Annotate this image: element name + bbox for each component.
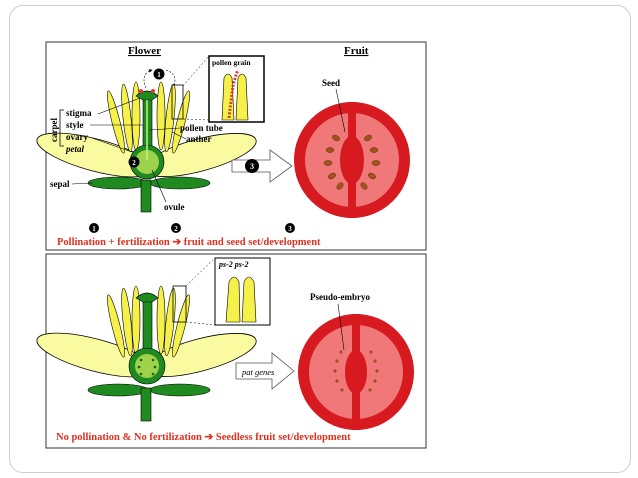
- svg-text:1: 1: [157, 71, 161, 79]
- flower-bottom: [36, 285, 257, 422]
- svg-text:3: 3: [288, 225, 292, 233]
- marker-2-legend: 2: [171, 223, 181, 233]
- stigma-leader: [97, 97, 141, 115]
- pollen-tube-label: pollen tube: [180, 123, 223, 133]
- inset-connector: [182, 55, 210, 87]
- pollination-arrow: [165, 69, 176, 87]
- carpel-label: carpel: [49, 118, 59, 142]
- ovary-leader: [91, 137, 133, 153]
- marker-2-top: 2: [128, 156, 140, 168]
- svg-text:2: 2: [174, 225, 178, 233]
- stigma-label: stigma: [66, 108, 92, 118]
- inset-connector: [185, 257, 216, 287]
- anther-leader: [171, 131, 187, 140]
- pseudo-embryo-leader: [337, 303, 345, 351]
- stamen: [121, 287, 133, 357]
- seed-label: Seed: [322, 78, 340, 88]
- marker-1-legend: 1: [89, 223, 99, 233]
- pat-genes-label: pat genes: [241, 367, 275, 377]
- sepal-left: [87, 176, 149, 190]
- pollination-arrow: [143, 69, 153, 89]
- seedless-fruit: Pseudo-embryo: [298, 292, 414, 430]
- bottom-caption: No pollination & No fertilization ➔ Seed…: [56, 432, 351, 443]
- stigma: [135, 90, 159, 101]
- ovary-inner: [135, 150, 159, 174]
- stamen: [164, 83, 176, 153]
- pollen-grain-inset: pollen grain: [208, 55, 265, 123]
- seed-set: [323, 134, 381, 190]
- development-arrow-top: 3: [231, 149, 293, 183]
- pollen-grain-label: pollen grain: [212, 58, 251, 67]
- pseudo-embryo-dots: [333, 350, 379, 392]
- stamen: [172, 90, 190, 154]
- stamen: [107, 294, 125, 358]
- flower-heading: Flower: [128, 45, 161, 57]
- sepal-label: sepal: [50, 179, 70, 189]
- style: [142, 295, 153, 357]
- stamen: [172, 294, 190, 358]
- flower-top: [36, 81, 257, 213]
- pollen-tube-leader: [149, 127, 181, 131]
- ps2-inset: ps-2 ps-2: [214, 257, 271, 326]
- stigma: [135, 292, 159, 303]
- seed-leader: [335, 88, 346, 133]
- petal-label: petal: [65, 144, 84, 154]
- stamen: [121, 83, 133, 153]
- ovule-leader: [151, 169, 167, 203]
- pat-genes-arrow: pat genes: [235, 352, 295, 390]
- stem: [140, 387, 152, 422]
- stem: [140, 179, 152, 213]
- sepal-left: [87, 383, 149, 397]
- svg-text:2: 2: [132, 159, 136, 167]
- ovule-label: ovule: [164, 202, 185, 212]
- sepal-leader: [71, 182, 93, 185]
- fruit-heading: Fruit: [344, 45, 369, 57]
- style-label: style: [66, 120, 84, 130]
- marker-1-top: 1: [153, 68, 165, 80]
- stamen: [156, 81, 166, 151]
- sepal-right: [149, 383, 211, 397]
- anther-highlight-box-bottom: [172, 285, 187, 323]
- svg-text:1: 1: [92, 225, 96, 233]
- anther-label: anther: [186, 134, 212, 144]
- ps2-label: ps-2 ps-2: [218, 260, 249, 269]
- top-caption: Pollination + fertilization ➔ fruit and …: [57, 237, 321, 248]
- stamen: [131, 81, 141, 151]
- ovary-label: ovary: [66, 132, 88, 142]
- sepal-right: [149, 176, 211, 190]
- fruit-with-seeds: Seed: [294, 78, 410, 218]
- carpel-bracket: carpel: [49, 109, 64, 147]
- inset-connector: [185, 321, 216, 326]
- pseudo-embryo-label: Pseudo-embryo: [310, 292, 370, 302]
- anther-highlight-box: [171, 84, 184, 120]
- unfertilized-ovules: [137, 358, 157, 376]
- pollen-dot: [151, 89, 155, 93]
- marker-3-legend: 3: [285, 223, 295, 233]
- svg-text:3: 3: [250, 162, 254, 171]
- stamen: [107, 90, 125, 154]
- pollen-dot: [139, 89, 143, 93]
- inset-connector: [182, 118, 210, 121]
- stamen: [156, 285, 166, 355]
